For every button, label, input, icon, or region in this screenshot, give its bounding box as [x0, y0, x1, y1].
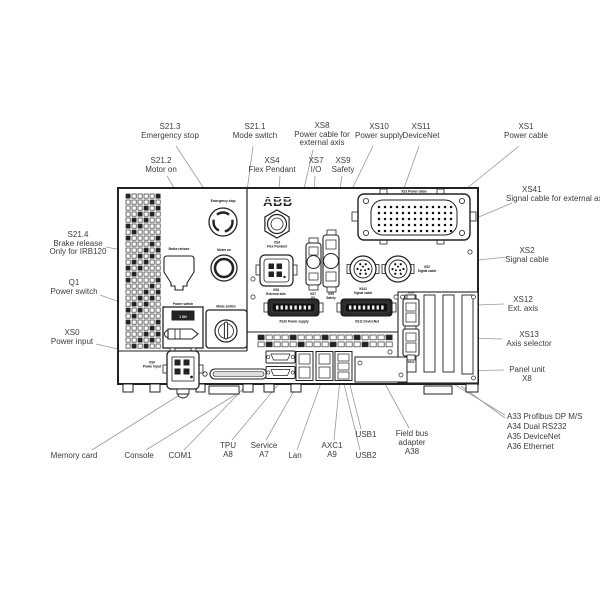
ethernet-ports-1 [295, 351, 314, 381]
svg-text:XS9: XS9 [328, 292, 334, 296]
callout-line-fieldbus [383, 381, 410, 429]
callout-service: Service A7 [250, 441, 278, 459]
svg-text:1 ON: 1 ON [179, 315, 187, 319]
callout-xs12: XS12 Ext. axis [507, 295, 539, 313]
power-switch-handle [167, 328, 199, 340]
callout-s21-1: S21.1 Mode switch [232, 122, 278, 140]
svg-text:Signal cable: Signal cable [354, 291, 373, 295]
vent-grid-left [125, 193, 161, 349]
vent-grid-bottom [257, 334, 393, 348]
callout-xs10: XS10 Power supply [354, 122, 404, 140]
svg-text:Emergency stop: Emergency stop [211, 199, 236, 203]
callout-panel-unit: Panel unit X8 [509, 365, 545, 383]
panel-micro-labels: Emergency stop Brake release Motor on Po… [143, 190, 437, 369]
callout-line-usb2 [342, 379, 361, 451]
svg-text:XS4: XS4 [274, 241, 280, 245]
callout-usb2: USB2 [355, 451, 377, 460]
svg-text:I/O: I/O [311, 296, 316, 300]
xs7-io-connector [305, 237, 322, 291]
ethernet-ports-2 [315, 351, 334, 381]
mode-switch [205, 309, 248, 349]
svg-text:XS10 Power supply: XS10 Power supply [279, 320, 309, 324]
com1-dsub-port [265, 366, 296, 379]
callout-xs1: XS1 Power cable [503, 122, 549, 140]
power-switch [162, 306, 204, 349]
callout-lan: Lan [288, 451, 302, 460]
callout-xs9: XS9 Safety [331, 156, 355, 174]
memory-card-slot [202, 368, 274, 380]
brake-release-connector [163, 255, 195, 291]
callout-xs11: XS11 DeviceNet [402, 122, 440, 140]
key-slot [223, 321, 229, 340]
callout-s21-2: S21.2 Motor on [145, 156, 177, 174]
svg-text:XS2: XS2 [424, 265, 430, 269]
xs4-flex-pendant-connector [264, 209, 290, 239]
svg-text:XS11 DeviceNet: XS11 DeviceNet [355, 320, 380, 324]
callout-xs8: XS8 Power cable for external axis [294, 121, 350, 147]
xs0-power-input-connector [162, 347, 204, 399]
callout-usb1: USB1 [355, 430, 377, 439]
svg-text:Power switch: Power switch [173, 302, 193, 306]
panel-screws [250, 249, 473, 355]
svg-text:Safety: Safety [326, 296, 336, 300]
callout-s21-3: S21.3 Emergency stop [141, 122, 199, 140]
fieldbus-blank-plate [354, 356, 408, 383]
console-dsub-port [265, 350, 296, 364]
foot-large-left [208, 385, 240, 395]
callout-xs41: XS41 Signal cable for external axis [506, 185, 600, 203]
svg-text:External axis: External axis [266, 292, 286, 296]
svg-text:XS1 Power cable: XS1 Power cable [401, 190, 427, 194]
callout-xs0: XS0 Power input [50, 328, 94, 346]
xs8-connector [255, 254, 298, 287]
callout-line-lan [296, 379, 323, 451]
svg-text:Flex Pendant: Flex Pendant [267, 245, 288, 249]
xs9-safety-connector [322, 229, 340, 293]
callout-tpu: TPU A8 [220, 441, 236, 459]
callout-memory-card: Memory card [50, 451, 98, 460]
foot-large-right [423, 385, 453, 395]
xs11-connector [336, 298, 397, 317]
callout-xs13: XS13 Axis selector [506, 330, 552, 348]
callout-a-modules: A33 Profibus DP M/S A34 Dual RS232 A35 D… [507, 412, 583, 451]
xs12-connector [402, 294, 420, 327]
callout-axc1: AXC1 A9 [321, 441, 343, 459]
callout-q1: Q1 Power switch [50, 278, 98, 296]
axc1-usb-ports [334, 351, 353, 381]
svg-text:XS13: XS13 [408, 360, 415, 364]
svg-text:Motor on: Motor on [217, 248, 231, 252]
svg-text:Signal cable: Signal cable [418, 269, 437, 273]
callout-console: Console [124, 451, 154, 460]
callout-xs4: XS4 Flex Pendant [248, 156, 296, 174]
xs1-power-connector [351, 188, 477, 245]
xs2-connector [381, 255, 415, 283]
svg-text:XS8: XS8 [273, 288, 279, 292]
callout-xs7: XS7 I/O [308, 156, 324, 174]
xs13-connector [402, 328, 420, 361]
svg-text:Mode switch: Mode switch [216, 305, 235, 309]
callout-fieldbus: Field bus adapter A38 [395, 429, 429, 456]
motor-on-button [210, 254, 238, 282]
svg-text:ABB: ABB [263, 194, 293, 209]
callout-xs2: XS2 Signal cable [505, 246, 549, 264]
svg-text:XS41: XS41 [359, 287, 367, 291]
xs10-connector [263, 298, 324, 317]
svg-text:Power Input: Power Input [143, 365, 162, 369]
xs41-connector [346, 255, 380, 283]
svg-text:XS0: XS0 [149, 361, 155, 365]
svg-text:Brake release: Brake release [169, 247, 190, 251]
callout-s21-4: S21.4 Brake release Only for IRB120 [49, 230, 107, 256]
svg-text:XS12: XS12 [408, 291, 415, 295]
svg-text:XS7: XS7 [310, 292, 316, 296]
abb-logo: ABB [261, 194, 295, 209]
callout-com1: COM1 [168, 451, 192, 460]
emergency-stop-button [208, 207, 238, 237]
